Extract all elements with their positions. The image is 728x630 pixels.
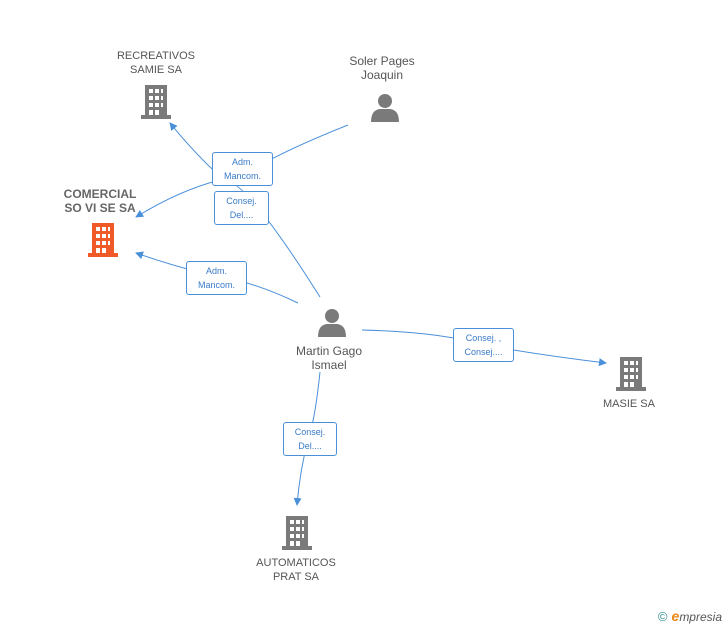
node-label-recreativos[interactable]: RECREATIVOS SAMIE SA bbox=[116, 50, 196, 76]
edge-label-martin-automaticos: Consej. Del.... bbox=[283, 422, 337, 456]
copyright-icon: © bbox=[657, 609, 668, 624]
person-icon[interactable] bbox=[371, 94, 399, 122]
node-label-martin[interactable]: Martin Gago Ismael bbox=[295, 344, 363, 372]
building-icon-main[interactable] bbox=[88, 223, 118, 257]
node-label-automaticos[interactable]: AUTOMATICOS PRAT SA bbox=[256, 557, 336, 583]
building-icon[interactable] bbox=[141, 85, 171, 119]
empresia-logo[interactable]: ©empresia bbox=[658, 608, 722, 624]
edge-label-soler-recreativos: Adm. Mancom. bbox=[212, 152, 273, 186]
edge-label-soler-comercial: Consej. Del.... bbox=[214, 191, 269, 225]
edge-label-martin-comercial: Adm. Mancom. bbox=[186, 261, 247, 295]
brand-name: mpresia bbox=[679, 610, 722, 624]
edge-label-martin-masie: Consej. , Consej.... bbox=[453, 328, 514, 362]
node-label-masie[interactable]: MASIE SA bbox=[603, 398, 655, 410]
node-label-comercial[interactable]: COMERCIAL SO VI SE SA bbox=[63, 187, 137, 215]
person-icon[interactable] bbox=[318, 309, 346, 337]
node-label-soler[interactable]: Soler Pages Joaquin bbox=[349, 54, 415, 82]
building-icon[interactable] bbox=[282, 516, 312, 550]
brand-initial: e bbox=[671, 608, 680, 624]
building-icon[interactable] bbox=[616, 357, 646, 391]
